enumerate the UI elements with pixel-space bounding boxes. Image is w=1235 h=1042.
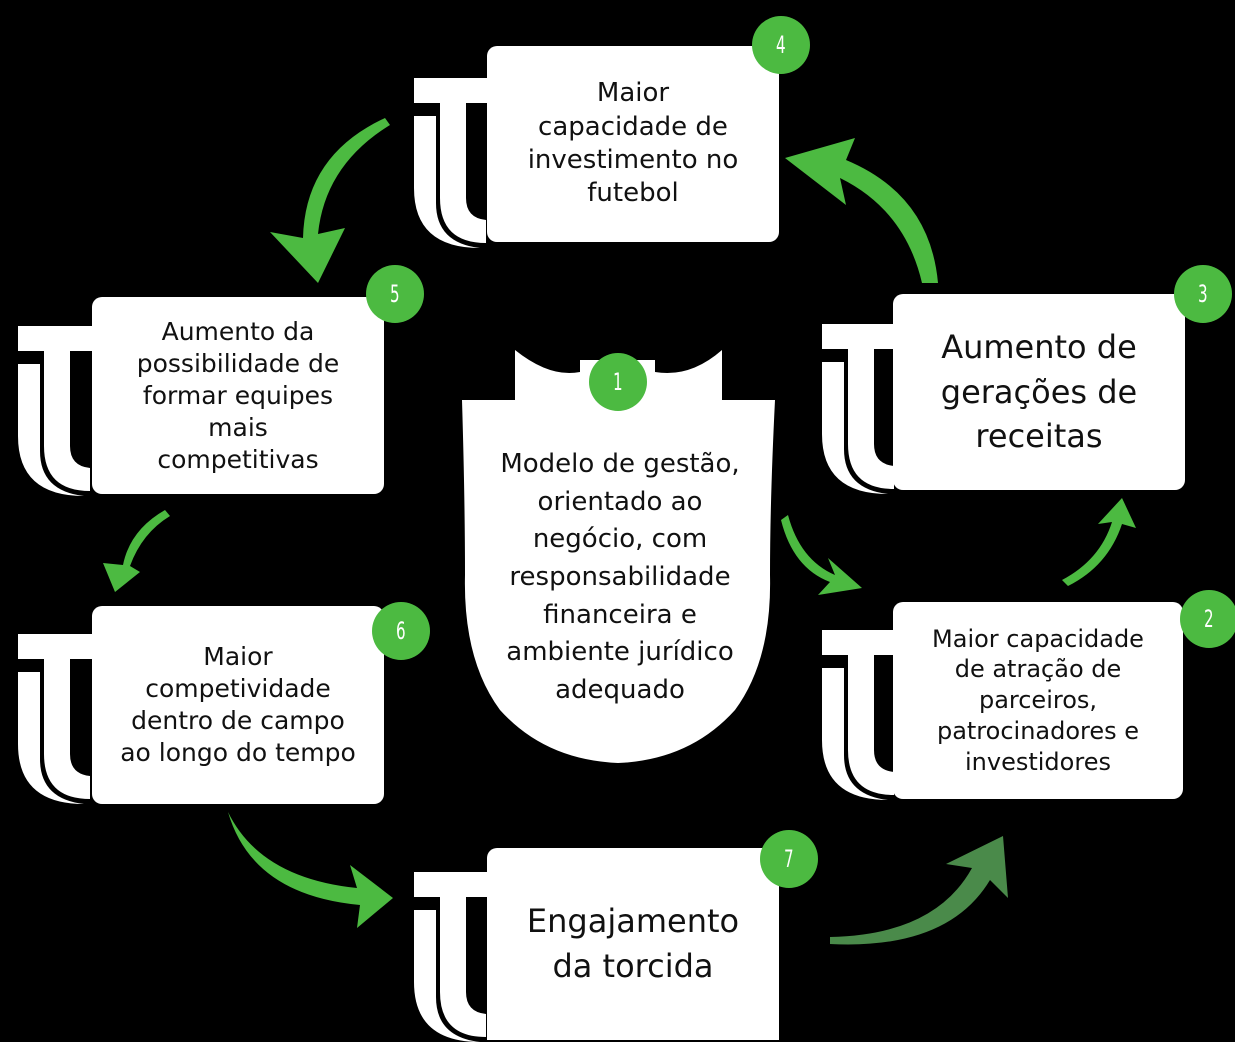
step-6-line: Maior — [203, 642, 273, 671]
step-1-line: ambiente jurídico — [506, 637, 734, 668]
step-2-line: parceiros, — [978, 686, 1098, 715]
step-7-line: da torcida — [552, 947, 714, 985]
step-4-line: investimento no — [527, 145, 739, 175]
step-6-number: 6 — [396, 617, 406, 645]
step-1-line: financeira e — [543, 599, 697, 630]
step-6-badge: 6 — [372, 602, 430, 660]
step-2-line: investidores — [965, 747, 1111, 776]
step-6-line: dentro de campo — [131, 706, 345, 735]
club-crest-icon — [822, 630, 898, 800]
step-7-number: 7 — [784, 845, 794, 873]
step-1-number: 1 — [613, 368, 623, 396]
step-3-line: Aumento de — [941, 327, 1137, 366]
step-4-line: Maior — [596, 78, 670, 109]
step-2-number: 2 — [1204, 605, 1214, 633]
arrow-4-to-5 — [270, 118, 390, 283]
arrow-5-to-6 — [103, 510, 170, 592]
step-2-line: de atração de — [954, 655, 1122, 684]
step-1-line: responsabilidade — [509, 562, 731, 593]
step-7-line: Engajamento — [526, 902, 740, 941]
step-1-line: negócio, com — [532, 524, 708, 555]
step-3-badge: 3 — [1174, 265, 1232, 323]
step-4-badge: 4 — [752, 16, 810, 74]
step-5-line: competitivas — [157, 444, 319, 474]
club-crest-icon — [414, 78, 490, 248]
step-5-badge: 5 — [366, 265, 424, 323]
step-1-badge: 1 — [589, 353, 647, 411]
step-1-line: Modelo de gestão, — [500, 449, 740, 479]
arrow-7-to-2 — [830, 836, 1008, 945]
step-1-line: orientado ao — [537, 486, 703, 517]
step-6-line: ao longo do tempo — [120, 738, 356, 767]
step-4-number: 4 — [776, 31, 786, 59]
step-2-line: patrocinadores e — [936, 716, 1140, 745]
step-1-text: Modelo de gestão, orientado ao negócio, … — [470, 446, 770, 710]
step-5-number: 5 — [390, 280, 400, 308]
club-crest-icon — [822, 324, 898, 494]
step-5-line: formar equipes — [142, 380, 334, 410]
club-crest-icon — [18, 326, 94, 496]
step-5-line: possibilidade de — [136, 348, 340, 378]
club-crest-icon — [18, 634, 94, 804]
step-2-badge: 2 — [1180, 590, 1235, 648]
step-5-line: mais — [208, 412, 268, 442]
step-1-line: adequado — [555, 675, 685, 706]
arrow-1-to-2 — [781, 515, 862, 595]
step-4-line: capacidade de — [538, 111, 728, 142]
step-7-badge: 7 — [760, 830, 818, 888]
arrow-6-to-7 — [228, 812, 393, 928]
step-6-line: competividade — [145, 674, 331, 703]
club-crest-icon — [414, 872, 490, 1042]
arrow-2-to-3 — [1062, 498, 1136, 586]
step-3-line: receitas — [975, 417, 1103, 456]
step-5-line: Aumento da — [161, 316, 315, 346]
step-3-number: 3 — [1198, 280, 1208, 308]
step-4-line: futebol — [587, 178, 679, 209]
step-3-line: gerações de — [940, 372, 1138, 411]
arrow-3-to-4 — [785, 138, 938, 283]
step-2-line: Maior capacidade — [932, 624, 1144, 653]
